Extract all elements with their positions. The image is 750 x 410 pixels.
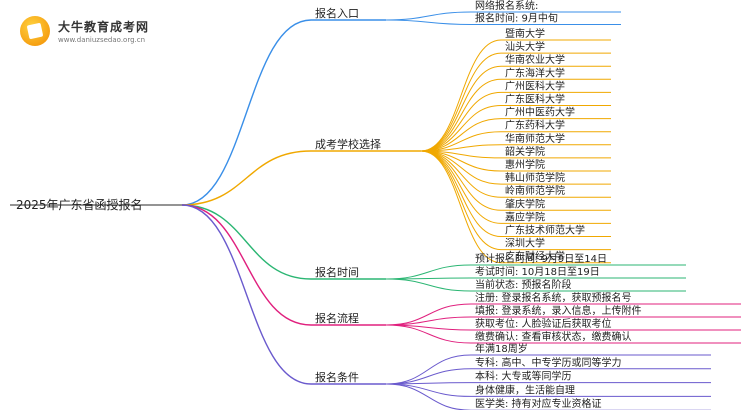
child-connector	[420, 91, 502, 152]
child-connector	[385, 19, 472, 25]
branch-label-schools: 成考学校选择	[315, 137, 381, 151]
child-connector	[420, 150, 502, 251]
child-label-schools: 广东财经大学	[505, 250, 565, 263]
child-label-schools: 广东医科大学	[505, 93, 565, 106]
child-label-time: 当前状态: 预报名阶段	[475, 278, 572, 291]
child-label-conditions: 医学类: 持有对应专业资格证	[475, 397, 602, 410]
child-connector	[385, 264, 472, 280]
child-label-time: 考试时间: 10月18日至19日	[475, 265, 600, 278]
branch-label-time: 报名时间	[315, 265, 359, 279]
child-connector	[420, 52, 502, 152]
child-label-schools: 华南师范大学	[505, 132, 565, 145]
child-connector	[385, 354, 472, 385]
branch-connector-process	[181, 204, 312, 326]
logo-badge-icon	[20, 16, 50, 46]
child-label-entry: 报名时间: 9月中旬	[475, 12, 558, 25]
child-label-schools: 岭南师范学院	[505, 184, 565, 197]
child-label-conditions: 身体健康，生活能自理	[475, 383, 575, 396]
root-node-label: 2025年广东省函授报名	[16, 197, 143, 212]
child-label-schools: 深圳大学	[505, 237, 545, 250]
child-connector	[385, 303, 472, 326]
child-connector	[420, 65, 502, 152]
child-label-schools: 暨南大学	[505, 27, 545, 40]
child-connector	[385, 383, 472, 397]
child-label-schools: 韶关学院	[505, 145, 545, 158]
child-connector	[420, 150, 502, 264]
child-label-schools: 惠州学院	[505, 158, 545, 171]
branch-connector-conditions	[181, 204, 312, 385]
child-connector	[385, 11, 472, 21]
child-label-schools: 肇庆学院	[505, 197, 545, 210]
child-label-schools: 嘉应学院	[505, 210, 545, 223]
child-label-conditions: 年满18周岁	[475, 342, 528, 355]
brand-name: 大牛教育成考网	[58, 20, 150, 34]
child-label-time: 预计报名时间: 9月9日至14日	[475, 252, 607, 265]
child-connector	[420, 150, 502, 237]
child-label-process: 注册: 登录报名系统，获取预报名号	[475, 291, 632, 304]
child-connector	[385, 324, 472, 344]
branch-connector-entry	[181, 19, 312, 206]
child-label-schools: 韩山师范学院	[505, 171, 565, 184]
branch-connector-schools	[181, 150, 312, 206]
child-label-schools: 广州医科大学	[505, 79, 565, 92]
child-connector	[420, 150, 502, 185]
child-label-conditions: 专科: 高中、中专学历或同等学力	[475, 356, 622, 369]
branch-label-process: 报名流程	[315, 311, 359, 325]
branch-label-entry: 报名入口	[315, 6, 359, 20]
child-connector	[420, 78, 502, 152]
child-connector	[420, 39, 502, 152]
mindmap-edges	[10, 11, 741, 410]
branch-label-conditions: 报名条件	[315, 370, 359, 384]
child-connector	[385, 278, 472, 292]
child-label-process: 填报: 登录系统，录入信息，上传附件	[475, 304, 642, 317]
brand-logo: 大牛教育成考网 www.daniuzsedao.org.cn	[8, 14, 158, 54]
branch-connector-time	[181, 204, 312, 280]
child-label-process: 缴费确认: 查看审核状态，缴费确认	[475, 330, 632, 343]
child-connector	[420, 150, 502, 224]
child-connector	[420, 118, 502, 152]
child-connector	[420, 105, 502, 152]
child-label-process: 获取考位: 人脸验证后获取考位	[475, 317, 612, 330]
child-label-schools: 广东药科大学	[505, 119, 565, 132]
child-connector	[385, 368, 472, 385]
child-label-conditions: 本科: 大专或等同学历	[475, 370, 572, 383]
child-connector	[385, 383, 472, 410]
child-label-schools: 广州中医药大学	[505, 106, 575, 119]
child-label-schools: 华南农业大学	[505, 53, 565, 66]
brand-url: www.daniuzsedao.org.cn	[58, 36, 146, 44]
child-label-entry: 网络报名系统:	[475, 0, 538, 12]
child-label-schools: 广东海洋大学	[505, 66, 565, 79]
child-label-schools: 汕头大学	[505, 40, 545, 53]
child-label-schools: 广东技术师范大学	[505, 224, 585, 237]
